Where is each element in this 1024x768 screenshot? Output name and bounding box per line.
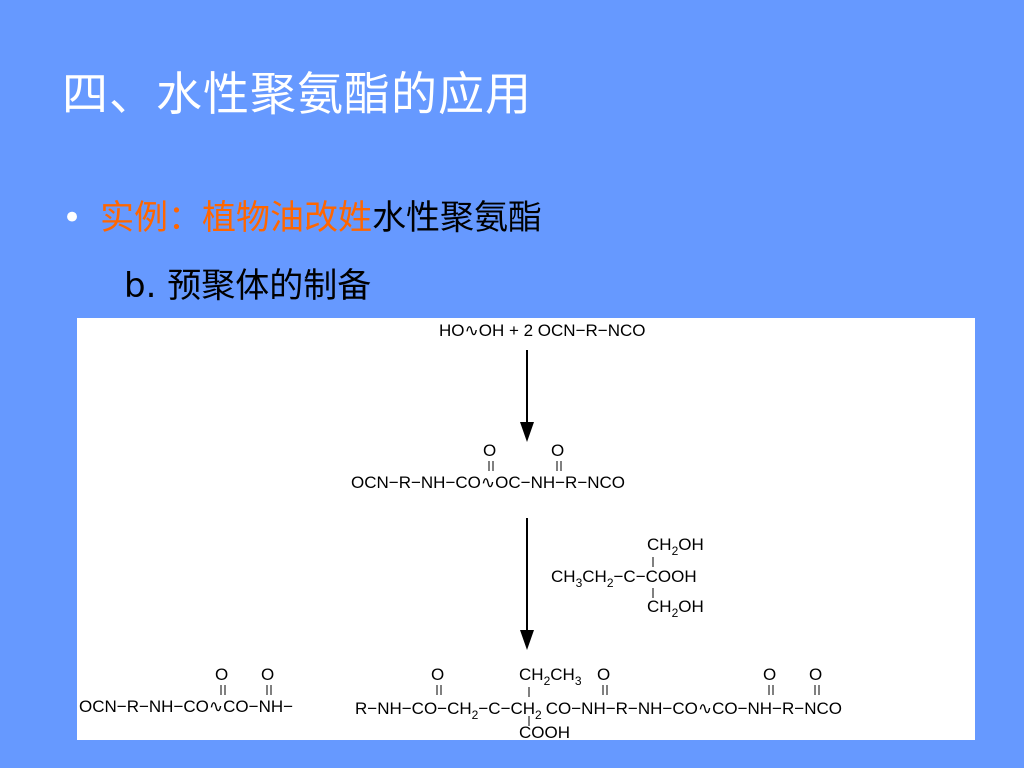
dmpa-middle-group: CH3CH2−C−COOH xyxy=(551,567,697,590)
product-oxygen-4: O xyxy=(597,665,610,684)
slide-title: 四、水性聚氨酯的应用 xyxy=(62,67,532,121)
intermediate-oxygen-1: O xyxy=(483,441,496,460)
arrow-2-head xyxy=(520,630,534,650)
reactants-equation: HO∿OH + 2 OCN−R−NCO xyxy=(439,321,645,340)
bullet-item: • 实例：植物油改姓水性聚氨酯 xyxy=(62,190,542,239)
dmpa-top-group: CH2OH xyxy=(647,535,704,558)
product-side-chain-bottom: COOH xyxy=(519,723,570,740)
bullet-highlight-text: 实例：植物油改姓 xyxy=(100,198,373,238)
arrow-1-head xyxy=(520,422,534,442)
reaction-scheme-panel: HO∿OH + 2 OCN−R−NCO O O OCN−R−NH−CO∿OC−N… xyxy=(77,318,975,740)
product-oxygen-5: O xyxy=(763,665,776,684)
product-double-bonds xyxy=(220,685,820,726)
product-oxygen-2: O xyxy=(261,665,274,684)
product-chain-left: OCN−R−NH−CO∿CO−NH− xyxy=(79,697,293,716)
product-oxygen-1: O xyxy=(215,665,228,684)
product-oxygen-6: O xyxy=(809,665,822,684)
bullet-text: 水性聚氨酯 xyxy=(372,198,543,238)
product-side-chain-top: CH2CH3 xyxy=(519,665,582,688)
reaction-scheme: HO∿OH + 2 OCN−R−NCO O O OCN−R−NH−CO∿OC−N… xyxy=(79,321,842,740)
dmpa-bottom-group: CH2OH xyxy=(647,597,704,620)
product-oxygen-3: O xyxy=(431,665,444,684)
bullet-marker: • xyxy=(62,198,83,238)
intermediate-formula: OCN−R−NH−CO∿OC−NH−R−NCO xyxy=(351,473,625,492)
subheading: b. 预聚体的制备 xyxy=(124,266,372,306)
intermediate-oxygen-2: O xyxy=(551,441,564,460)
